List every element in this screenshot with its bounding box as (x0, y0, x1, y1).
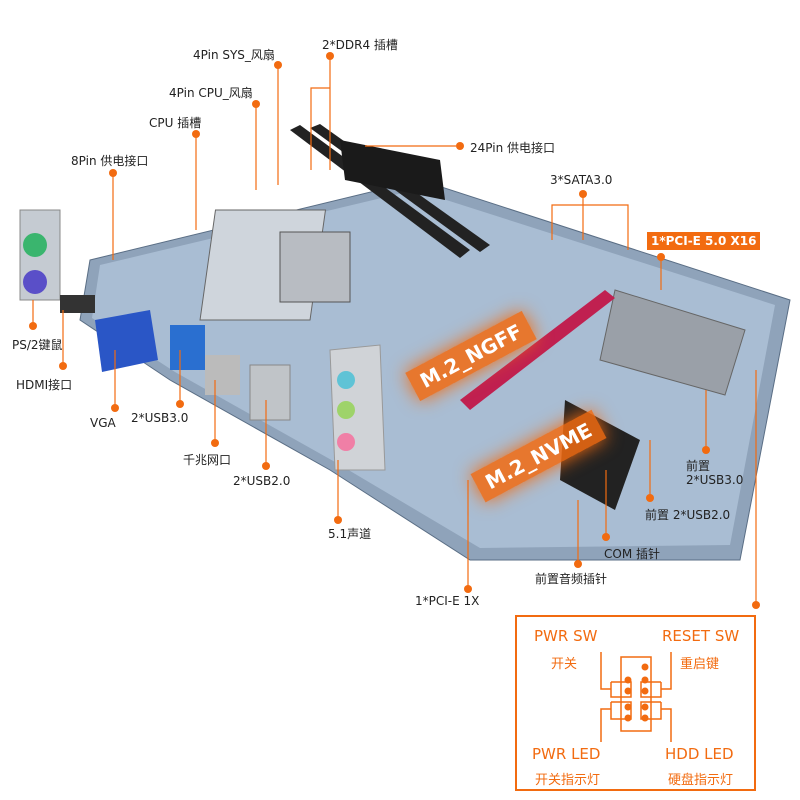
callout-dot (702, 446, 710, 454)
front-usb3-label-1: 前置 (686, 459, 711, 473)
callout-dot (59, 362, 67, 370)
front-audio-label: 前置音频插针 (535, 572, 608, 586)
callout-dot (574, 560, 582, 568)
cpu-socket-label: CPU 插槽 (149, 116, 202, 130)
callout-dot (602, 533, 610, 541)
reset-sw-cn-label: 重启键 (680, 657, 720, 672)
callout-dot (274, 61, 282, 69)
callout-dot (176, 400, 184, 408)
front-usb2-label: 前置 2*USB2.0 (645, 508, 731, 522)
vga-label: VGA (90, 416, 116, 430)
hdd-led-cn-label: 硬盘指示灯 (668, 773, 734, 788)
callout-dot (29, 322, 37, 330)
callout-dot (326, 52, 334, 60)
reset-sw-label: RESET SW (662, 627, 740, 645)
callout-dot (646, 494, 654, 502)
callout-dot (192, 130, 200, 138)
audio-label: 5.1声道 (328, 527, 372, 541)
sata-label: 3*SATA3.0 (550, 173, 613, 187)
pwr-led-cn-label: 开关指示灯 (535, 773, 601, 788)
usb3-rear-label: 2*USB3.0 (131, 411, 189, 425)
8pin-power-label: 8Pin 供电接口 (71, 154, 149, 168)
header-pin-diagram (600, 652, 672, 742)
callout-dot (579, 190, 587, 198)
pwr-sw-cn-label: 开关 (551, 657, 578, 672)
usb2-rear-label: 2*USB2.0 (233, 474, 291, 488)
pwr-sw-label: PWR SW (534, 627, 598, 645)
com-label: COM 插针 (604, 547, 660, 561)
callout-dot (109, 169, 117, 177)
ps2-label: PS/2键鼠 (12, 338, 63, 352)
front-panel-diagram: PWR SW 开关 RESET SW 重启键 PWR LED 开关指示灯 HDD… (515, 615, 756, 791)
sys-fan-label: 4Pin SYS_风扇 (193, 48, 275, 62)
callout-dot (657, 253, 665, 261)
pwr-led-label: PWR LED (532, 745, 601, 763)
lan-label: 千兆网口 (183, 453, 232, 467)
hdmi-label: HDMI接口 (16, 378, 73, 392)
pcie-x1-label: 1*PCI-E 1X (415, 594, 480, 608)
callout-dot (211, 439, 219, 447)
hdd-led-label: HDD LED (665, 745, 734, 763)
callout-dot (464, 585, 472, 593)
callout-dot (252, 100, 260, 108)
pcie-x16-label: 1*PCI-E 5.0 X16 (647, 232, 761, 250)
callout-dot (262, 462, 270, 470)
cpu-fan-label: 4Pin CPU_风扇 (169, 86, 253, 100)
front-usb3-label-2: 2*USB3.0 (686, 473, 744, 487)
callout-dot (334, 516, 342, 524)
callout-dot (752, 601, 760, 609)
callout-dot (111, 404, 119, 412)
callout-dot (456, 142, 464, 150)
ddr4-label: 2*DDR4 插槽 (322, 38, 398, 52)
24pin-power-label: 24Pin 供电接口 (470, 141, 555, 155)
